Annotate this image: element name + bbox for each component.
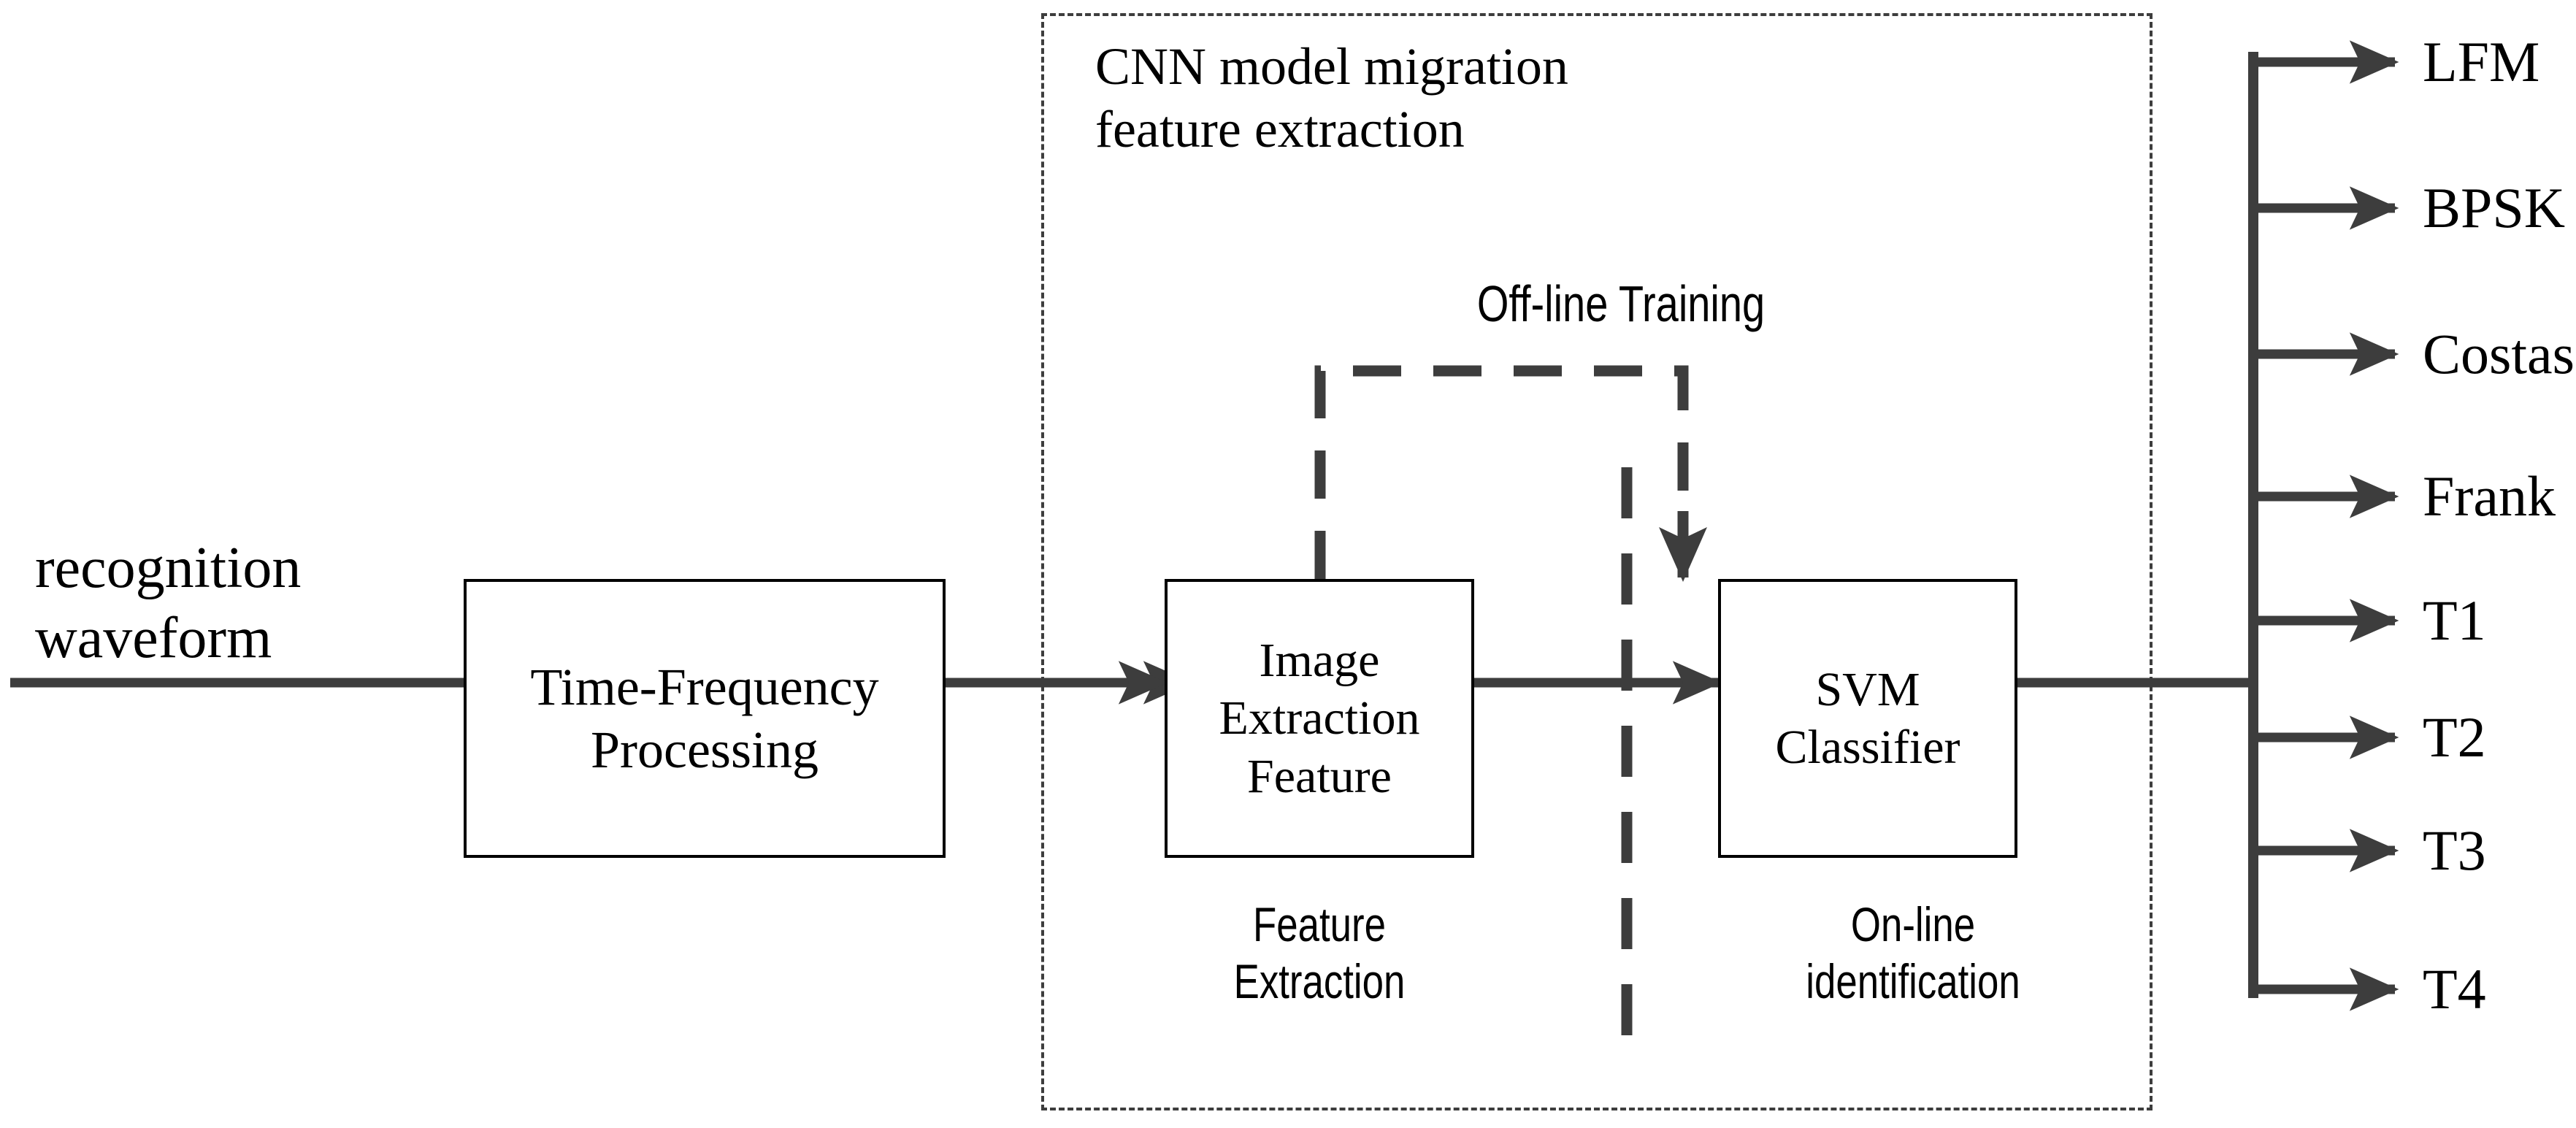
output-label-costas: Costas (2423, 322, 2575, 385)
cnn-migration-region (1041, 13, 2153, 1110)
output-label-t2: T2 (2423, 705, 2486, 769)
output-label-t1: T1 (2423, 588, 2486, 652)
block-ief-line2: Extraction (1219, 691, 1420, 745)
block-ief-line3: Feature (1247, 749, 1392, 803)
input-waveform-label: recognition waveform (35, 533, 301, 673)
block-image-extraction-feature[interactable]: Image Extraction Feature (1165, 579, 1474, 858)
block-svm-line2: Classifier (1775, 721, 1960, 774)
output-label-t3: T3 (2423, 818, 2486, 882)
block-time-frequency-processing[interactable]: Time-Frequency Processing (464, 579, 946, 858)
input-waveform-label-line2: waveform (35, 606, 272, 670)
offline-training-label: Off-line Training (1457, 274, 1785, 334)
block-tfp-line1: Time-Frequency (530, 657, 879, 716)
output-label-t4: T4 (2423, 957, 2486, 1021)
stage-label-online-identification: On-line identification (1726, 897, 2100, 1010)
cnn-migration-region-title-line2: feature extraction (1095, 100, 1465, 159)
block-svm-line1: SVM (1815, 662, 1920, 716)
offline-training-label-text: Off-line Training (1476, 275, 1766, 332)
output-label-lfm: LFM (2423, 30, 2540, 93)
cnn-migration-region-title: CNN model migration feature extraction (1095, 35, 1568, 161)
cnn-migration-region-title-line1: CNN model migration (1095, 37, 1568, 96)
output-label-frank: Frank (2423, 464, 2556, 528)
stage-label-feature-extraction-line2: Extraction (1233, 954, 1406, 1008)
stage-label-online-identification-line2: identification (1806, 954, 2020, 1008)
block-ief-line1: Image (1259, 634, 1380, 688)
stage-label-feature-extraction: Feature Extraction (1179, 897, 1460, 1010)
block-tfp-line2: Processing (591, 721, 819, 779)
input-waveform-label-line1: recognition (35, 536, 302, 600)
stage-label-feature-extraction-line1: Feature (1253, 897, 1386, 951)
stage-label-online-identification-line1: On-line (1850, 897, 1976, 951)
block-svm-classifier[interactable]: SVM Classifier (1718, 579, 2017, 858)
output-label-bpsk: BPSK (2423, 176, 2566, 239)
